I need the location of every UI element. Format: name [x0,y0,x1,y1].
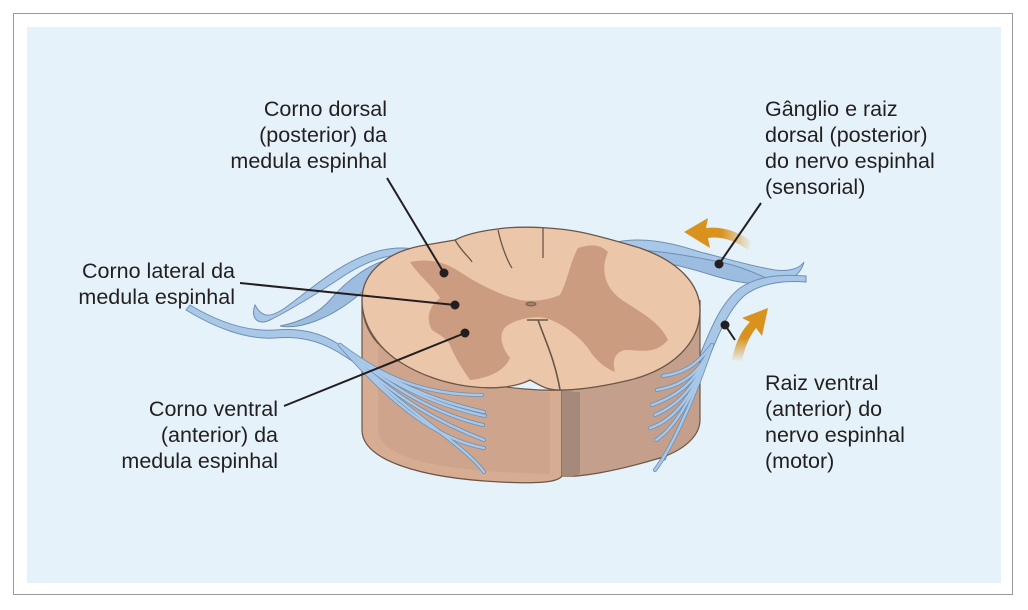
cord-side-left-shade [378,320,550,474]
central-canal [525,301,537,307]
gray-matter [410,245,668,380]
left-dorsal-root [253,247,421,323]
leader-ganglion [718,202,762,265]
left-ventral-rootlets [338,343,487,474]
label-dorsal-horn: Corno dorsal (posterior) da medula espin… [230,97,387,173]
leader-lateral-horn [239,282,456,306]
dorsal-sulci [454,227,544,269]
dot-ventral-root [720,320,730,330]
label-ventral-root: Raiz ventral (anterior) do nervo espinha… [765,371,905,473]
dot-lateral-horn [450,300,460,310]
right-ventral-rootlets [648,343,714,472]
anterior-median-fissure [527,319,561,391]
label-ventral-horn: Corno ventral (anterior) da medula espin… [121,397,278,473]
label-lateral-horn: Corno lateral da medula espinhal [78,259,235,309]
leader-ventral-horn [283,332,466,407]
dot-ganglion [714,259,724,269]
leader-dots [439,259,730,338]
motor-arrow [732,308,768,362]
cord-side-right-dark [562,390,580,477]
dot-ventral-horn [460,328,470,338]
label-dorsal-root-ganglion: Gânglio e raiz dorsal (posterior) do ner… [765,97,935,199]
leader-dorsal-horn [386,177,445,274]
dot-dorsal-horn [439,268,449,278]
sensory-arrow [684,218,752,250]
